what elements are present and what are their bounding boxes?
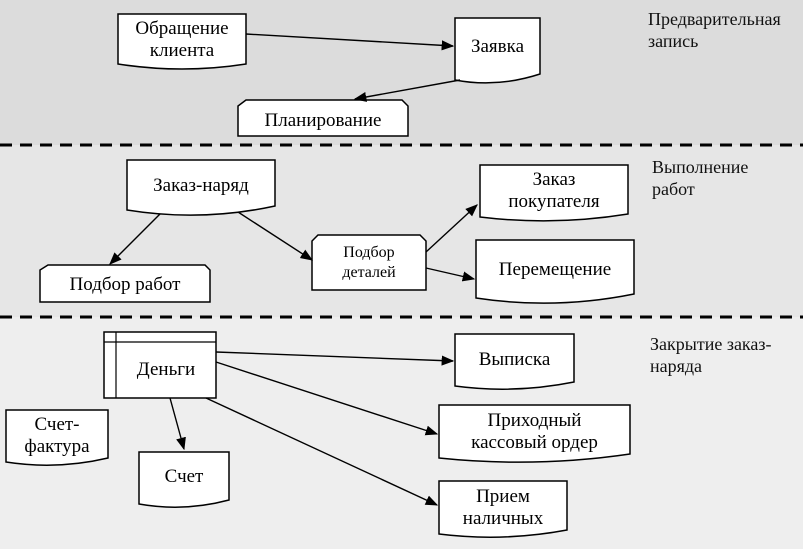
node-shape-zakaz-pokupatelya xyxy=(479,164,629,222)
node-zakaz-naryad: Заказ-наряд xyxy=(153,175,249,196)
edge-zakaz-naryad-podbor-rabot xyxy=(109,213,161,265)
node-schet-faktura: Счет- фактура xyxy=(24,414,90,457)
node-vypiska: Выписка xyxy=(478,349,551,370)
node-shape-podbor-rabot xyxy=(39,264,211,303)
edge-zayavka-planirovanie xyxy=(353,79,461,102)
node-shape-schet-faktura xyxy=(5,409,109,466)
node-podbor-rabot: Подбор работ xyxy=(69,274,181,295)
edge-zakaz-naryad-podbor-detaley xyxy=(237,211,314,261)
node-shape-obrashchenie xyxy=(117,13,247,70)
node-obrashchenie-klienta: Обращение клиента xyxy=(135,18,229,61)
node-shape-schet xyxy=(138,451,230,508)
edge-dengi-priem-nalichnykh xyxy=(205,397,439,506)
node-shape-prikhodny-order xyxy=(438,404,631,463)
edge-podbor-detaley-peremeshchenie xyxy=(425,267,476,282)
node-podbor-detaley: Подбор деталей xyxy=(342,244,396,281)
node-dengi: Деньги xyxy=(136,359,196,380)
lane-label-preliminary-booking: Предварительная запись xyxy=(648,9,781,51)
node-priem-nalichnykh: Прием наличных xyxy=(462,486,544,529)
node-prikhodny-kassovy-order: Приходный кассовый ордер xyxy=(471,410,598,453)
node-shape-priem-nalichnykh xyxy=(438,480,568,538)
edge-obrashchenie-zayavka xyxy=(245,33,455,51)
edge-dengi-schet xyxy=(169,397,186,451)
node-shape-dengi xyxy=(103,331,217,399)
node-zakaz-pokupatelya: Заказ покупателя xyxy=(508,169,600,212)
node-peremeshchenie: Перемещение xyxy=(498,259,612,280)
node-shape-peremeshchenie xyxy=(475,239,635,304)
node-shape-vypiska xyxy=(454,333,575,390)
lane-label-order-closing: Закрытие заказ- наряда xyxy=(650,334,772,376)
node-schet: Счет xyxy=(164,466,204,487)
edge-dengi-prikhodny-order xyxy=(215,361,439,436)
node-zayavka: Заявка xyxy=(470,36,525,57)
edge-podbor-detaley-zakaz-pokupatelya xyxy=(425,204,478,253)
node-planirovanie: Планирование xyxy=(264,110,382,131)
edge-dengi-vypiska xyxy=(215,351,455,366)
lane-label-work-execution: Выполнение работ xyxy=(652,157,749,199)
node-shape-planirovanie xyxy=(237,99,409,137)
node-shape-podbor-detaley xyxy=(311,234,427,291)
node-shape-zakaz-naryad xyxy=(126,159,276,216)
